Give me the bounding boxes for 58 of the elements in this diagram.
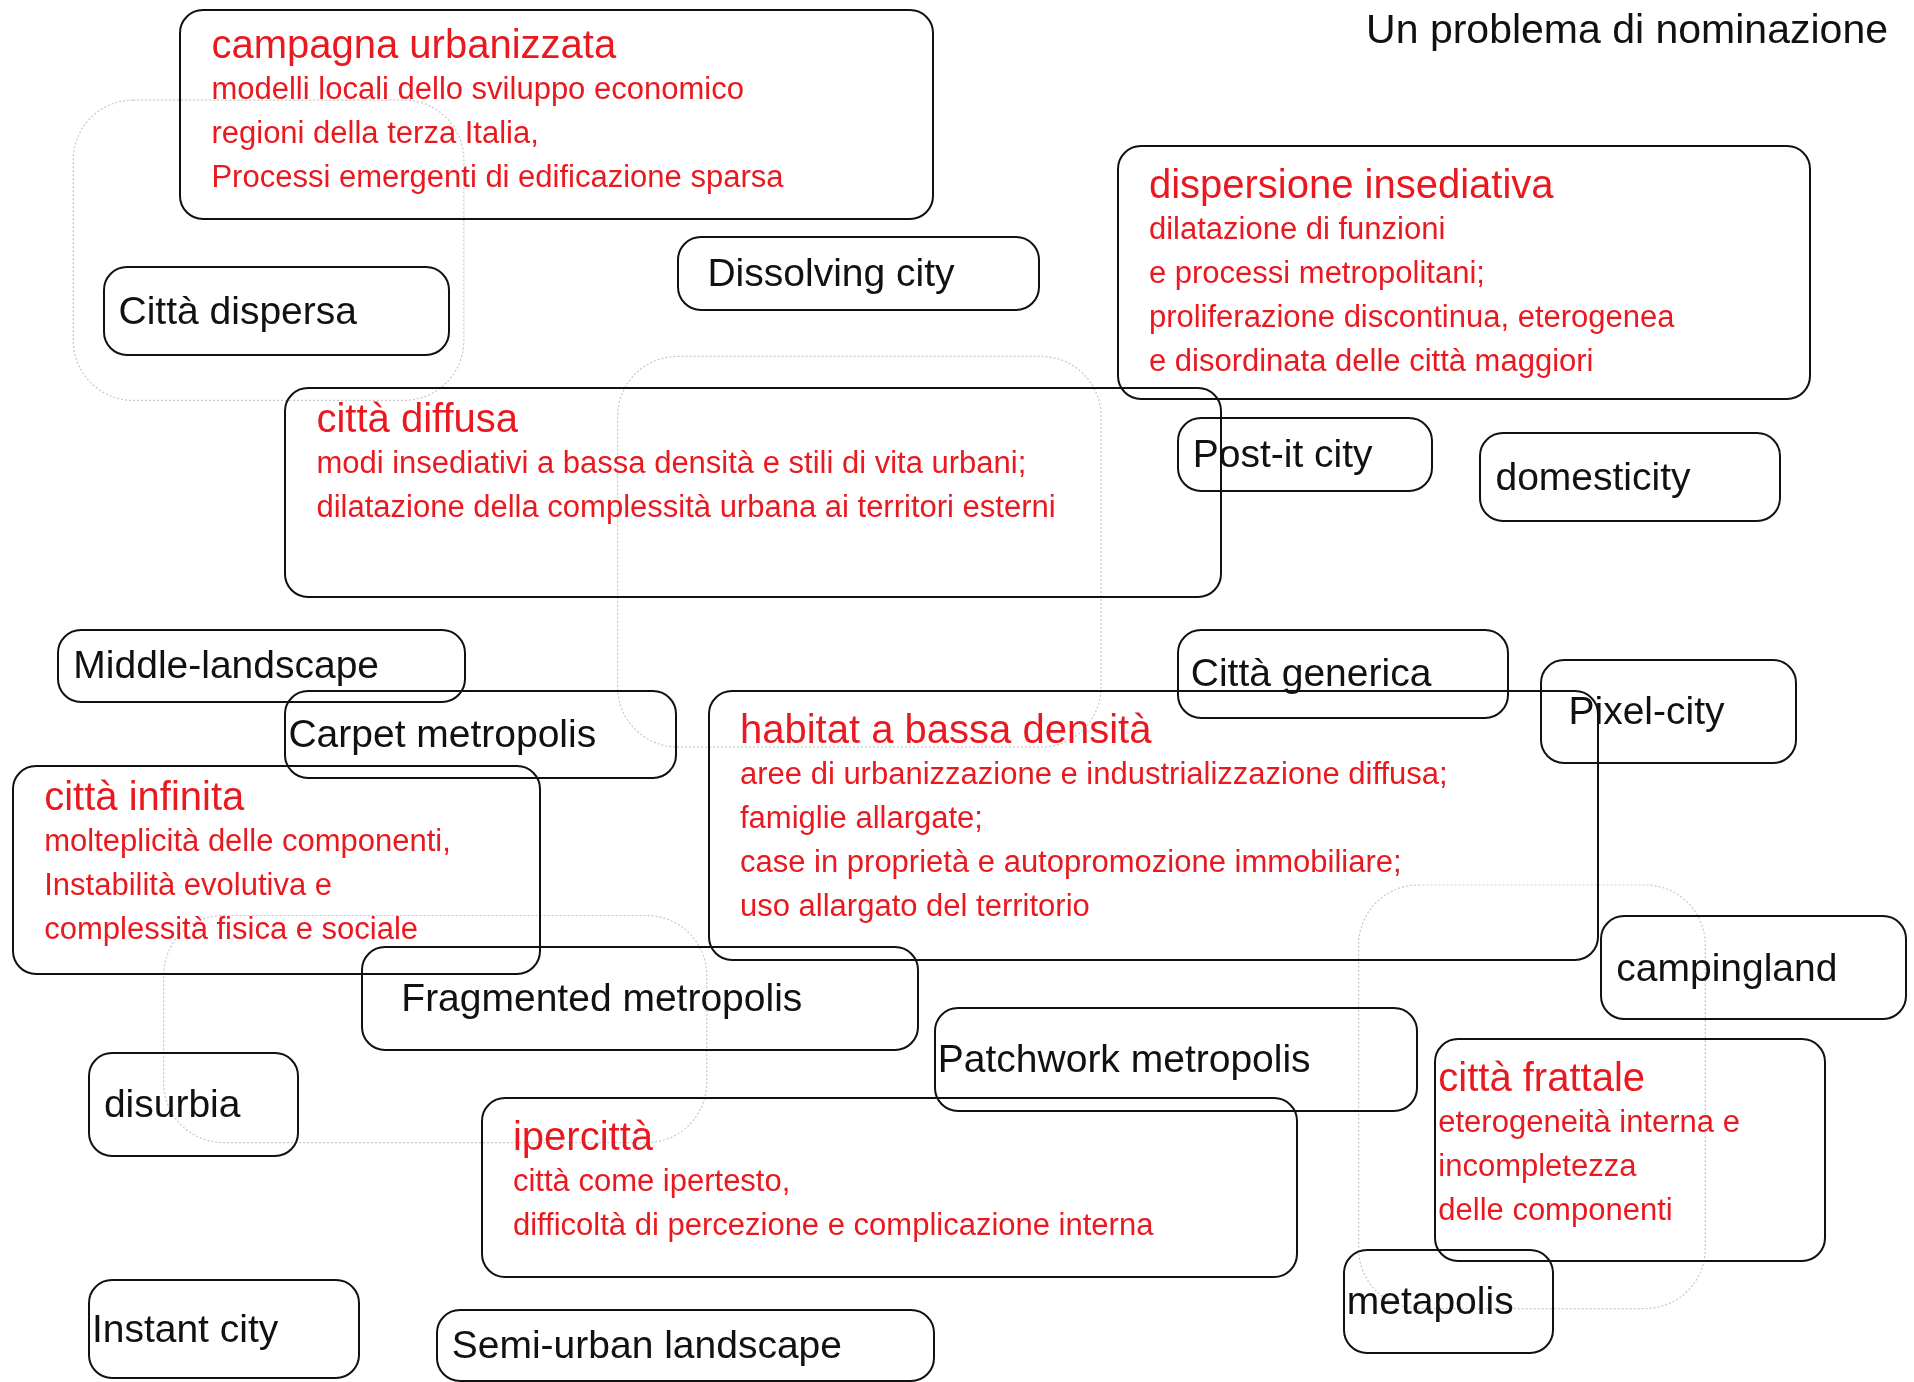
term-label: Semi-urban landscape [451,1322,843,1368]
term-label-box [87,1279,361,1380]
term-label: Carpet metropolis [288,711,598,757]
term-box [1434,1037,1827,1263]
term-label-box [57,628,467,704]
description-line: case in proprietà e autopromozione immobiliare; [740,842,1403,881]
description-line: incompletezza [1438,1146,1638,1185]
description-line: difficoltà di percezione e complicazione interna [512,1206,1155,1245]
term-heading: città infinita [44,773,246,820]
term-box [12,765,541,976]
term-label-box [87,1052,300,1158]
term-label: domesticity [1495,454,1692,500]
term-label: Middle-landscape [73,643,381,689]
description-line: Processi emergenti di edificazione sparsa [211,157,785,196]
term-label: campingland [1616,945,1839,991]
term-label-box [102,266,451,357]
description-line: aree di urbanizzazione e industrializzazione diffusa; [740,754,1449,793]
term-box [179,8,934,220]
term-heading: campagna urbanizzata [211,20,618,67]
term-label-box [1342,1248,1554,1354]
term-label: Instant city [91,1306,280,1352]
description-line: molteplicità delle componenti, [44,822,452,861]
description-line: città come ipertesto, [512,1162,792,1201]
term-box [480,1097,1298,1279]
term-label-box [1479,432,1781,523]
term-box [1116,145,1812,401]
term-label-box [1600,915,1907,1021]
term-label-box [677,235,1040,312]
description-line: regioni della terza Italia, [211,113,540,152]
description-line: famiglie allargate; [740,798,984,837]
term-label: metapolis [1346,1278,1515,1324]
term-label-box [933,1007,1419,1112]
term-heading: città frattale [1438,1053,1647,1100]
description-line: eterogeneità interna e [1438,1102,1741,1141]
term-label: Patchwork metropolis [937,1037,1312,1082]
description-line: complessità fisica e sociale [44,910,420,949]
term-label: Fragmented metropolis [401,976,804,1021]
title: Un problema di nominazione [1366,6,1888,53]
term-heading: città diffusa [316,394,519,441]
description-line: dilatazione di funzioni [1148,210,1447,249]
term-heading: dispersione insediativa [1148,161,1555,208]
description-line: dilatazione della complessità urbana ai territori esterni [316,487,1057,526]
term-label-box [1176,628,1509,719]
description-line: delle componenti [1438,1190,1674,1229]
term-label-box [361,946,920,1051]
term-label-box [435,1308,935,1382]
term-label-box [284,689,678,779]
description-line: e disordinata delle città maggiori [1148,342,1595,381]
term-label: disurbia [103,1082,242,1128]
description-line: modelli locali dello sviluppo economico [211,69,745,108]
term-label: Dissolving city [707,251,956,296]
description-line: Instabilità evolutiva e [44,866,333,905]
description-line: uso allargato del territorio [740,886,1091,925]
term-heading: ipercittà [512,1113,654,1160]
description-line: e processi metropolitani; [1148,254,1486,293]
description-line: proliferazione discontinua, eterogenea [1148,298,1676,337]
term-label: Città dispersa [118,288,358,334]
term-label: Città generica [1190,651,1433,697]
